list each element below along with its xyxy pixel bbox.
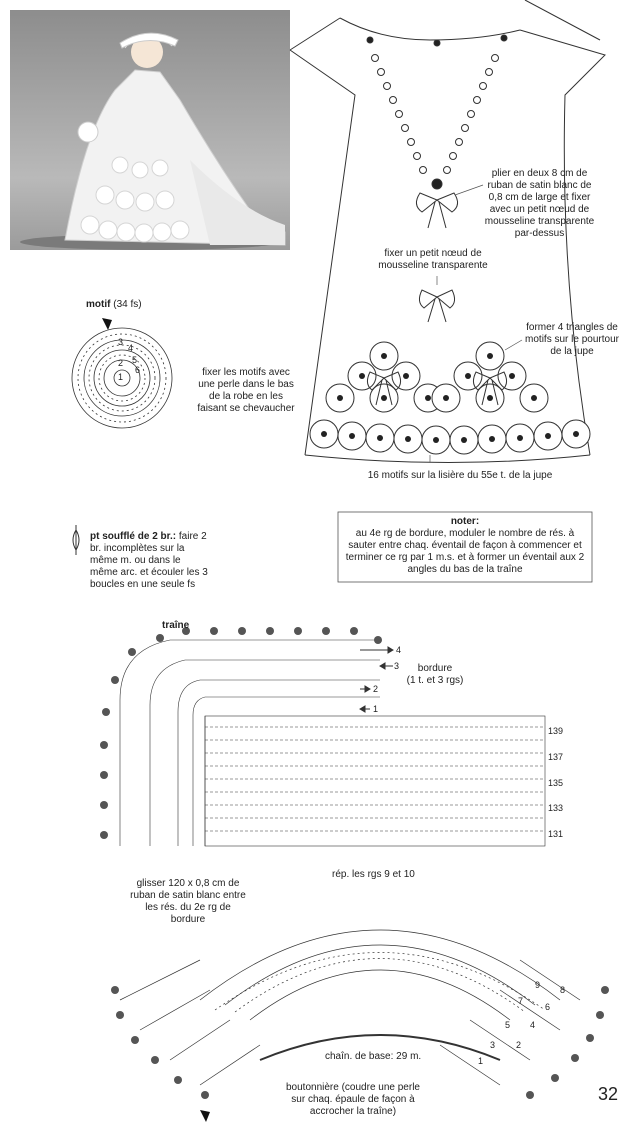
necklace — [366, 34, 508, 190]
row-131: 131 — [548, 829, 564, 839]
motif-title: motif (34 fs) — [86, 299, 142, 310]
base-chain-note: chaîn. de base: 29 m. — [325, 1051, 422, 1062]
yoke-row-3: 3 — [490, 1040, 496, 1050]
train-title: traîne — [162, 620, 190, 631]
repeat-note: rép. les rgs 9 et 10 — [332, 869, 415, 880]
dress-shoulder-right — [524, 0, 601, 41]
yoke-row-4: 4 — [530, 1020, 536, 1030]
triangles-note: former 4 triangles de motifs sur le pour… — [525, 322, 619, 357]
ribbon-note: plier en deux 8 cm de ruban de satin bla… — [484, 168, 595, 239]
start-marker-icon — [102, 318, 112, 330]
yoke-diagram — [119, 929, 581, 1086]
yoke-row-2: 2 — [516, 1040, 522, 1050]
page-number: 32 — [598, 1084, 619, 1104]
train-diagram — [119, 639, 546, 847]
yoke-row-6: 6 — [545, 1002, 551, 1012]
puff-stitch-note: pt soufflé de 2 br.: faire 2 br. incompl… — [90, 531, 208, 590]
motif-diagram — [71, 327, 173, 429]
yoke-picots — [111, 986, 609, 1099]
row-135: 135 — [548, 778, 564, 788]
motifs-border-note: 16 motifs sur la lisière du 55e t. de la… — [367, 470, 553, 481]
small-bow-note: fixer un petit nœud de mousseline transp… — [378, 248, 488, 271]
noter-note: noter: au 4e rg de bordure, moduler le n… — [345, 516, 585, 575]
ribbon-train-note: glisser 120 x 0,8 cm de ruban de satin b… — [130, 878, 246, 925]
row-139: 139 — [548, 726, 564, 736]
yoke-row-5: 5 — [505, 1020, 511, 1030]
motif-row-6: 6 — [135, 365, 141, 375]
yoke-row-1: 1 — [478, 1056, 484, 1066]
motif-row-2: 2 — [118, 358, 124, 368]
doll-photo — [10, 10, 290, 250]
row-137: 137 — [548, 752, 564, 762]
train-picots — [100, 627, 382, 839]
dress-left-edge — [289, 49, 356, 456]
row-arrows — [359, 646, 394, 713]
skirt-motifs — [309, 341, 591, 455]
row-133: 133 — [548, 803, 564, 813]
start-marker-icon — [200, 1110, 210, 1122]
yoke-row-9: 9 — [535, 980, 541, 990]
border-row-2: 2 — [373, 684, 379, 694]
dress-right-edge — [519, 29, 606, 456]
border-row-4: 4 — [396, 645, 402, 655]
buttonhole-note: boutonnière (coudre une perle sur chaq. … — [286, 1082, 420, 1117]
noter-box — [337, 511, 593, 583]
motif-row-4: 4 — [128, 343, 134, 353]
bow-icon — [416, 192, 458, 323]
fix-motifs-note: fixer les motifs avec une perle dans le … — [197, 367, 295, 414]
motif-row-3: 3 — [118, 337, 124, 347]
puff-stitch-icon — [72, 525, 80, 555]
dress-shoulder-left — [289, 17, 341, 51]
bow-icon — [366, 371, 508, 406]
border-row-3: 3 — [394, 661, 400, 671]
border-label: bordure (1 t. et 3 rgs) — [406, 663, 464, 686]
yoke-row-7: 7 — [518, 996, 524, 1006]
yoke-row-8: 8 — [560, 985, 566, 995]
motif-row-5: 5 — [132, 355, 138, 365]
border-row-1: 1 — [373, 704, 379, 714]
doll-illustration — [20, 32, 286, 250]
motif-row-1: 1 — [118, 372, 124, 382]
